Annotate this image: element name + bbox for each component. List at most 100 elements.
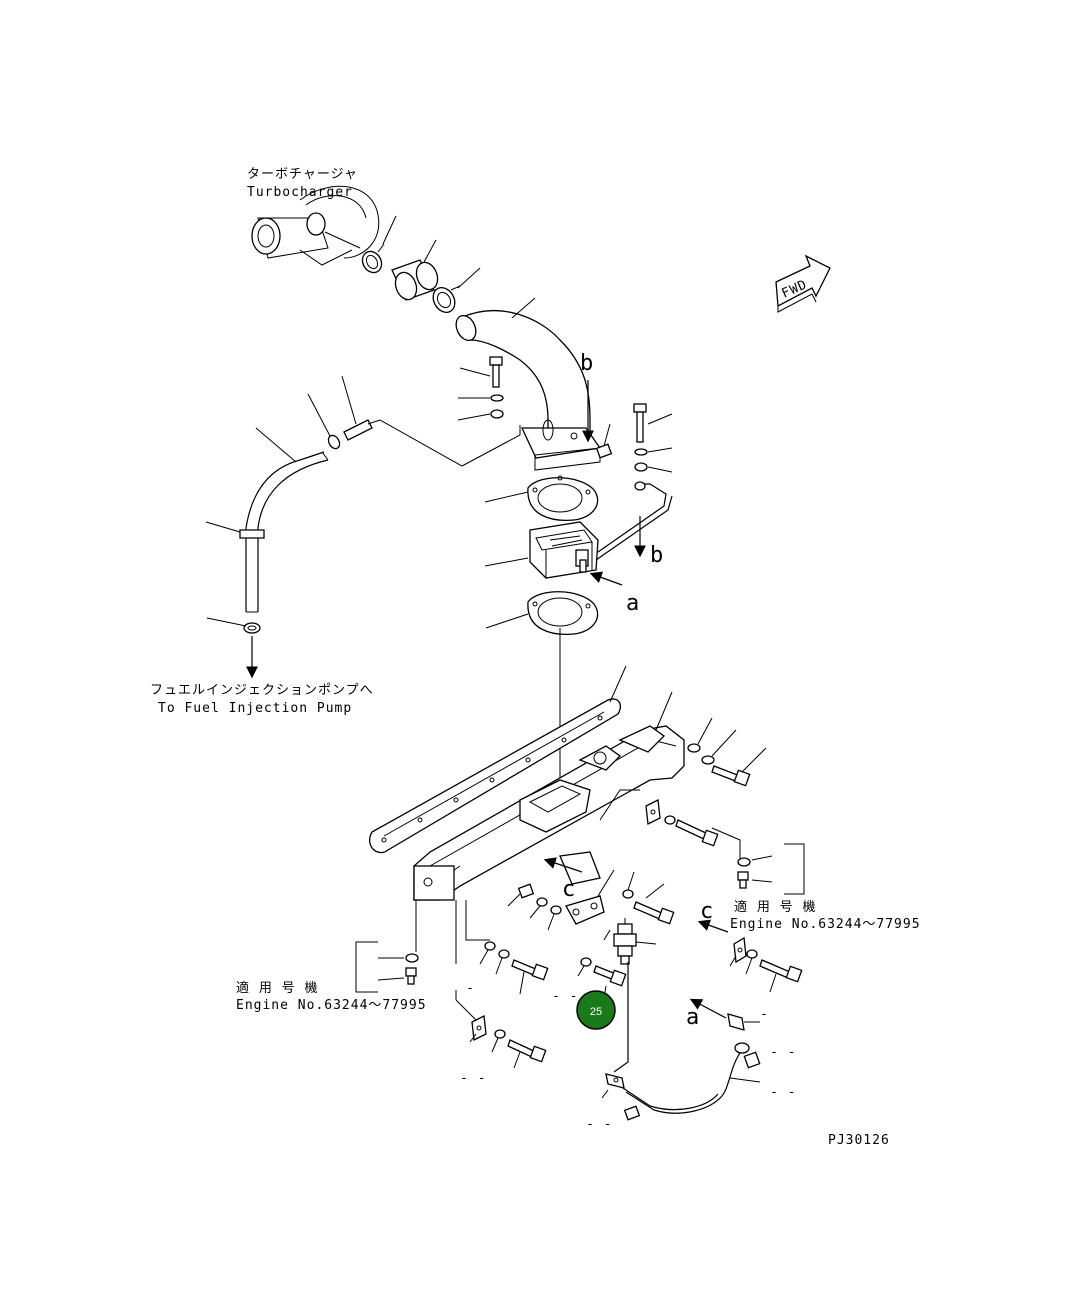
fwd-arrow-icon (775, 254, 831, 313)
washer (634, 462, 648, 472)
leader-line (469, 1033, 477, 1043)
bracket-plate (565, 895, 605, 925)
bolt-right-top (633, 403, 647, 443)
fuel-line (239, 451, 329, 613)
leader-line (729, 955, 737, 967)
callout-badge[interactable]: 25 (576, 990, 616, 1030)
leader-line (457, 413, 491, 421)
pressure-sensor (613, 918, 637, 965)
ref-label-b-bottom: b (650, 543, 663, 568)
washer (746, 949, 758, 959)
leader-line (655, 691, 673, 731)
leader-line (745, 957, 753, 975)
leader-line (513, 1051, 521, 1069)
leader-line (457, 267, 481, 289)
washer (664, 815, 676, 825)
leader-line (627, 871, 635, 891)
manifold-gasket (369, 698, 622, 854)
gasket-upper (527, 475, 599, 522)
intake-manifold (413, 725, 685, 901)
harness-nut (623, 1105, 641, 1121)
washer (701, 755, 715, 765)
dash-mark: - - (770, 1085, 796, 1100)
nut-center (517, 883, 535, 899)
ref-arrow-a-bottom (689, 998, 727, 1019)
ref-label-c-left: c (562, 877, 575, 902)
leader-line (455, 999, 477, 1021)
elbow-bolt-left (489, 356, 503, 388)
gasket-small (327, 434, 341, 450)
leader-line (577, 965, 585, 977)
leader-line (507, 893, 521, 907)
dash-mark: - - (460, 1071, 486, 1086)
bracket-clip (645, 799, 661, 825)
bolt-right-lower (759, 959, 803, 983)
leader-line (341, 375, 357, 425)
bolt-left-lower (511, 959, 549, 981)
ref-arrow-c-right (697, 919, 729, 933)
leader-line (597, 869, 615, 897)
ref-label-a-bottom: a (686, 1005, 699, 1030)
ref-label-b-top: b (580, 351, 593, 376)
connector (343, 419, 381, 441)
leader-line (479, 949, 489, 965)
turbo-label-jp: ターボチャージャ (247, 167, 358, 182)
leader-line (603, 929, 611, 941)
washer (536, 897, 548, 907)
ref-arrow-c-left (543, 857, 583, 873)
ref-arrow-a-top (589, 571, 623, 586)
bolt-manifold-right (711, 765, 751, 787)
elbow-connector (727, 1013, 745, 1031)
ref-label-a-top: a (626, 591, 639, 616)
leader-line (647, 413, 673, 425)
applicability-jp-right: 適 用 号 機 (734, 899, 816, 915)
gasket-lower (527, 591, 599, 636)
turbo-label-en: Turbocharger (247, 185, 353, 200)
valve-block (529, 521, 599, 579)
washer (498, 949, 510, 959)
dash-mark: - (760, 1007, 769, 1022)
leader-line (601, 1089, 609, 1099)
lock-washer (490, 409, 504, 419)
leader-line (519, 971, 525, 995)
callout-number: 25 (590, 1006, 602, 1018)
washer (634, 448, 648, 456)
leader-line (495, 957, 503, 975)
applicability-box-right (737, 843, 805, 895)
fuel-line-nut (243, 622, 261, 634)
applicability-jp-left: 適 用 号 機 (236, 980, 318, 996)
bolt-mid (675, 819, 719, 847)
bolt-lower-center (593, 965, 627, 987)
dash-mark: - (466, 981, 475, 996)
washer (494, 1029, 506, 1039)
leader-line (459, 367, 491, 377)
leader-line (547, 913, 555, 931)
leader-line (307, 393, 331, 437)
leader-line (529, 905, 541, 919)
leader-line (485, 613, 529, 629)
turbocharger (251, 185, 380, 266)
drawing-code: PJ30126 (828, 1133, 890, 1148)
leader-line (741, 747, 767, 773)
leader-line (484, 557, 529, 567)
dash-mark: - - (586, 1117, 612, 1132)
applicability-box-left (355, 900, 419, 993)
washer (687, 743, 701, 753)
wire-harness (605, 962, 750, 1114)
leader-line (255, 427, 297, 463)
leader-line (711, 729, 737, 757)
leader-line (769, 973, 777, 993)
leader-line (711, 827, 741, 860)
fuel-label-en: To Fuel Injection Pump (158, 701, 352, 716)
washer (550, 905, 562, 915)
washer (490, 394, 504, 402)
leader-line (491, 1037, 499, 1053)
leader-line (647, 447, 673, 453)
leader-line (382, 215, 397, 245)
leader-line (635, 941, 657, 945)
leader-line (484, 491, 529, 503)
washer (622, 889, 634, 899)
leader-line (205, 521, 241, 533)
leader-line (206, 617, 247, 627)
leader-line (697, 717, 713, 745)
